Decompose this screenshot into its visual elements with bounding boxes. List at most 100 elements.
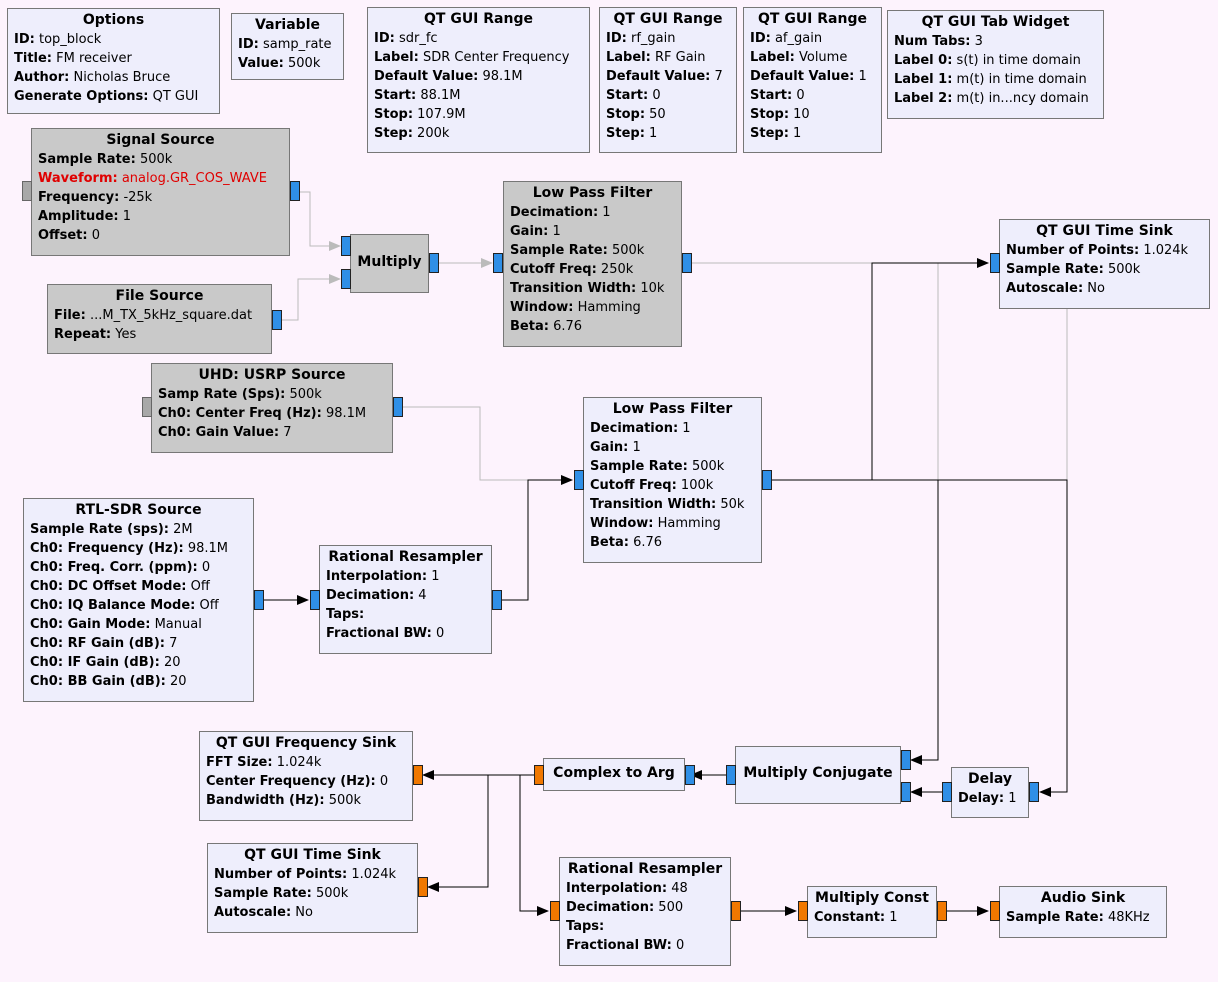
param-key: Fractional BW:	[326, 626, 432, 641]
mult-conj-in0-port[interactable]	[901, 750, 911, 770]
complex-to-arg-block[interactable]: Complex to Arg	[543, 758, 685, 791]
param-value: 1	[552, 224, 561, 239]
param-key: Bandwidth (Hz):	[206, 793, 325, 808]
resampler2-in-port[interactable]	[550, 901, 560, 921]
param-key: Taps:	[326, 607, 365, 622]
param-row: Ch0: Frequency (Hz): 98.1M	[30, 539, 247, 558]
resampler1-in-port[interactable]	[310, 590, 320, 610]
param-row: Label 0: s(t) in time domain	[894, 51, 1097, 70]
param-row: Autoscale: No	[214, 903, 411, 922]
freq-sink-in-port[interactable]	[413, 765, 423, 785]
block-title: Audio Sink	[1040, 890, 1126, 906]
multiply-in1-port[interactable]	[341, 269, 351, 289]
resampler1-out-port[interactable]	[492, 590, 502, 610]
time-sink2-in-port[interactable]	[418, 877, 428, 897]
wire-resampler1-to-lpf2	[502, 475, 573, 601]
time-sink1-in-port[interactable]	[990, 253, 1000, 273]
param-key: ID:	[606, 31, 627, 46]
mult-const-out-port[interactable]	[937, 901, 947, 921]
param-value: SDR Center Frequency	[422, 50, 570, 65]
param-key: Sample Rate:	[1006, 262, 1104, 277]
rtl-out-port[interactable]	[254, 590, 264, 610]
param-value: Hamming	[577, 300, 641, 315]
param-row: Stop: 107.9M	[374, 105, 583, 124]
param-row: Beta: 6.76	[510, 317, 675, 336]
lpf1-in-port[interactable]	[493, 253, 503, 273]
mult-conj-in1-port[interactable]	[901, 782, 911, 802]
param-row: Samp Rate (Sps): 500k	[158, 385, 386, 404]
signal-source-out-port[interactable]	[290, 181, 300, 201]
param-row: Step: 200k	[374, 124, 583, 143]
param-value: 0	[796, 88, 805, 103]
multiply-block[interactable]: Multiply	[350, 234, 429, 293]
param-row: Default Value: 98.1M	[374, 67, 583, 86]
param-row: Center Frequency (Hz): 0	[206, 772, 406, 791]
param-row: File: ...M_TX_5kHz_square.dat	[54, 306, 265, 325]
param-key: Beta:	[510, 319, 549, 334]
resampler2-out-port[interactable]	[731, 901, 741, 921]
param-key: Sample Rate:	[1006, 910, 1104, 925]
param-value: 100k	[680, 478, 714, 493]
lpf2-in-port[interactable]	[574, 470, 584, 490]
param-value: ...M_TX_5kHz_square.dat	[89, 308, 253, 323]
complex-to-arg-in-port[interactable]	[685, 765, 695, 785]
lpf1-out-port[interactable]	[682, 253, 692, 273]
wire-signal-to-multiply	[300, 191, 341, 251]
multiply-out-port[interactable]	[429, 253, 439, 273]
multiply-in0-port[interactable]	[341, 236, 351, 256]
param-value: 50	[649, 107, 666, 122]
param-row: ID: rf_gain	[606, 29, 730, 48]
mult-const-in-port[interactable]	[798, 901, 808, 921]
param-row: Decimation: 4	[326, 586, 485, 605]
file-source-out-port[interactable]	[272, 310, 282, 330]
param-value: m(t) in...ncy domain	[956, 91, 1089, 106]
param-key: Sample Rate:	[510, 243, 608, 258]
param-key: Decimation:	[326, 588, 415, 603]
param-key: ID:	[750, 31, 771, 46]
param-row: Step: 1	[606, 124, 730, 143]
signal-source-msg-port[interactable]	[22, 181, 32, 201]
param-key: Interpolation:	[326, 569, 428, 584]
usrp-msg-port[interactable]	[142, 397, 152, 417]
audio-sink-in-port[interactable]	[990, 901, 1000, 921]
param-value: 6.76	[553, 319, 583, 334]
mult-conj-out-port[interactable]	[726, 765, 736, 785]
multiply-conjugate-block[interactable]: Multiply Conjugate	[735, 746, 901, 804]
param-value: 10	[793, 107, 810, 122]
block-title: Multiply	[357, 254, 422, 270]
delay-in-port[interactable]	[1029, 782, 1039, 802]
param-value: 1.024k	[276, 755, 322, 770]
delay-out-port[interactable]	[942, 782, 952, 802]
param-key: Repeat:	[54, 327, 112, 342]
param-value: Volume	[798, 50, 848, 65]
lpf2-out-port[interactable]	[762, 470, 772, 490]
param-value: 250k	[600, 262, 634, 277]
param-key: Amplitude:	[38, 209, 119, 224]
complex-to-arg-out-port[interactable]	[534, 765, 544, 785]
param-key: Ch0: IQ Balance Mode:	[30, 598, 196, 613]
param-row: ID: sdr_fc	[374, 29, 583, 48]
param-key: Frequency:	[38, 190, 120, 205]
param-value: 500k	[611, 243, 645, 258]
usrp-out-port[interactable]	[393, 397, 403, 417]
